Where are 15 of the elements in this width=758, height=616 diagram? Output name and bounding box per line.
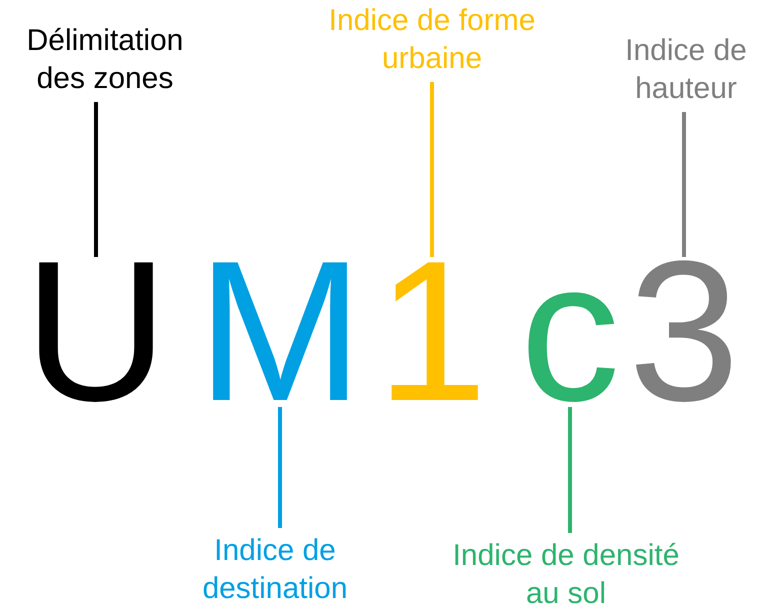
code-digit: 1 <box>376 257 488 407</box>
height-label: Indice de hauteur <box>611 32 758 108</box>
urban-form-label: Indice de forme urbaine <box>312 2 552 78</box>
density-label: Indice de densité au sol <box>451 537 681 613</box>
destination-label: Indice de destination <box>180 532 370 608</box>
code-digit: 3 <box>628 257 740 407</box>
leader-line <box>430 82 434 257</box>
leader-line <box>278 407 282 528</box>
code-letter: U <box>24 257 168 407</box>
leader-line <box>94 102 98 257</box>
leader-line <box>568 407 572 533</box>
leader-line <box>682 112 686 257</box>
code-letter: M <box>196 257 364 407</box>
code-letter: c <box>520 257 620 407</box>
zone-label: Délimitation des zones <box>5 22 205 98</box>
